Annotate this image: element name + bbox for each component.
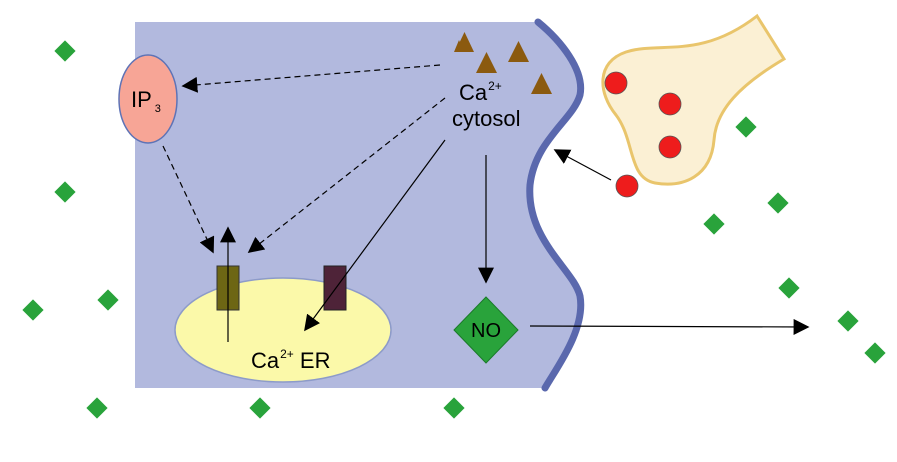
arrow-cytosol-to-channel — [247, 97, 446, 253]
ca-cytosol-label: Ca2+ — [459, 79, 502, 105]
released-vesicle-red-circle-icon — [615, 174, 639, 198]
no-green-diamond-icon — [735, 116, 757, 138]
no-green-diamond-icon — [837, 310, 859, 332]
calcium-triangle-icon — [531, 73, 552, 94]
no-green-diamond-icon — [22, 299, 44, 321]
arrow-no-diffusion — [529, 318, 810, 335]
cell-membrane — [526, 18, 585, 392]
no-green-diamond-icon — [778, 277, 800, 299]
no-green-diamond-icon — [86, 397, 108, 419]
no-green-diamond-icon — [97, 289, 119, 311]
arrow-vesicle-to-membrane — [553, 149, 612, 181]
no-green-diamond-icon — [864, 342, 886, 364]
vesicle-red-circle-icon — [604, 71, 628, 95]
ip3-molecule — [118, 54, 178, 144]
arrow-cytosol-to-ip3 — [181, 64, 441, 93]
no-green-diamond-icon — [767, 192, 789, 214]
vesicle-red-circle-icon — [658, 92, 682, 116]
arrow-cytosol-to-er — [304, 139, 446, 332]
no-green-diamond-icon — [249, 397, 271, 419]
calcium-triangle-icon — [455, 32, 474, 52]
no-label: NO — [471, 320, 501, 342]
endoplasmic-reticulum — [174, 277, 392, 383]
calcium-triangle-icon — [508, 41, 529, 62]
no-green-diamond-icon — [54, 181, 76, 203]
no-green-diamond-icon — [54, 40, 76, 62]
serca-pump — [323, 265, 347, 311]
no-large-green-diamond-icon — [453, 296, 519, 364]
ca-er-label: Ca2+ ER — [251, 347, 331, 373]
vesicle-red-circle-icon — [658, 135, 682, 159]
cytosol-label: cytosol — [452, 106, 520, 131]
no-green-diamond-icon — [443, 397, 465, 419]
calcium-triangle-icon — [476, 52, 497, 73]
no-green-diamond-icon — [703, 213, 725, 235]
presynaptic-terminal — [601, 13, 787, 186]
